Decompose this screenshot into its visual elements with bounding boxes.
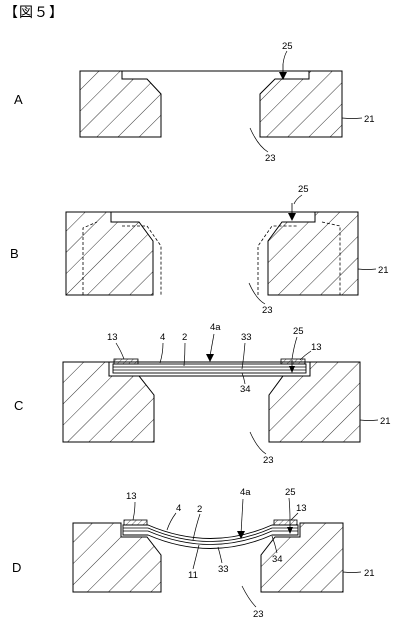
panel-label-b: B	[10, 246, 19, 261]
ref-4: 4	[176, 503, 181, 514]
frame-13-right	[273, 519, 298, 526]
panel-label-c: C	[14, 398, 24, 413]
film-33-line	[123, 530, 298, 545]
ref-23: 23	[262, 305, 273, 316]
die-left-block	[79, 70, 162, 138]
leader-2	[183, 342, 186, 367]
leader-13-right	[290, 512, 299, 521]
ref-2: 2	[197, 504, 202, 515]
leader-23	[249, 127, 269, 153]
ref-13-left: 13	[126, 491, 137, 502]
die-right-block	[268, 361, 361, 443]
ref-23: 23	[253, 609, 264, 620]
ref-25: 25	[285, 487, 296, 498]
ref-4a: 4a	[210, 322, 221, 333]
groove-marker	[289, 360, 295, 373]
leader-23	[249, 431, 267, 455]
ref-23: 23	[265, 153, 276, 164]
groove-marker	[287, 521, 293, 534]
film-4-stack	[112, 363, 307, 374]
groove-marker	[279, 64, 287, 80]
ref-13-right: 13	[296, 503, 307, 514]
leader-21	[341, 117, 363, 119]
die-right-block	[260, 522, 344, 593]
ref-13-right: 13	[311, 342, 322, 353]
film-4-stack	[122, 524, 299, 549]
leader-21	[342, 571, 362, 573]
panel-c-drawing: 13 4 2 4a 33 25 13 34 21 23	[62, 322, 391, 466]
panel-b-drawing: 25 21 23	[65, 184, 389, 316]
ref-34: 34	[272, 554, 283, 565]
arrow-4a	[206, 354, 214, 362]
film-2-line	[123, 527, 298, 542]
leader-2	[192, 513, 201, 541]
ref-21: 21	[378, 265, 389, 276]
previous-position-dashed	[82, 221, 341, 295]
leader-25	[288, 497, 291, 522]
recess-outline	[120, 523, 301, 537]
ref-25: 25	[293, 326, 304, 337]
leader-4	[166, 512, 177, 531]
ref-21: 21	[364, 114, 375, 125]
leader-33	[241, 342, 246, 370]
ref-4a: 4a	[240, 487, 251, 498]
die-right-block	[267, 211, 359, 296]
ref-21: 21	[364, 568, 375, 579]
ref-34: 34	[240, 384, 251, 395]
figure-title: 【図５】	[4, 5, 64, 21]
panel-a-drawing: 25 21 23	[79, 41, 375, 164]
leader-33	[217, 546, 223, 564]
leader-11	[192, 544, 200, 570]
ref-25: 25	[298, 184, 309, 195]
groove-marker	[288, 203, 296, 221]
leader-34	[241, 372, 246, 385]
leader-21	[357, 268, 377, 270]
ref-25: 25	[282, 41, 293, 52]
frame-13-left	[113, 358, 139, 365]
ref-4: 4	[160, 332, 165, 343]
leader-4a	[209, 333, 215, 357]
leader-13-left	[115, 342, 125, 360]
panel-label-d: D	[12, 560, 22, 575]
leader-13-right	[299, 350, 312, 361]
panel-label-a: A	[14, 92, 23, 107]
leader-13-left	[132, 501, 136, 521]
die-right-block	[259, 70, 343, 138]
ref-2: 2	[182, 332, 187, 343]
leader-21	[359, 419, 379, 421]
ref-13-left: 13	[107, 332, 118, 343]
recess-outline	[108, 361, 311, 377]
leader-25	[293, 194, 303, 205]
leader-25	[291, 336, 298, 360]
ref-21: 21	[380, 416, 391, 427]
leader-25	[282, 50, 288, 65]
panel-d-drawing: 13 4 2 4a 25 13 34 11 33 21 23	[72, 487, 375, 620]
ref-33: 33	[241, 332, 252, 343]
frame-13-right	[280, 358, 306, 365]
leader-4a	[240, 498, 244, 535]
ref-33: 33	[218, 564, 229, 575]
arrow-4a	[237, 531, 245, 539]
leader-34	[271, 535, 278, 554]
leader-23	[248, 282, 266, 305]
frame-13-left	[123, 519, 148, 526]
ref-23: 23	[263, 455, 274, 466]
die-left-block	[65, 211, 154, 296]
leader-4	[159, 342, 164, 364]
leader-23	[241, 585, 257, 608]
ref-11: 11	[188, 570, 198, 581]
